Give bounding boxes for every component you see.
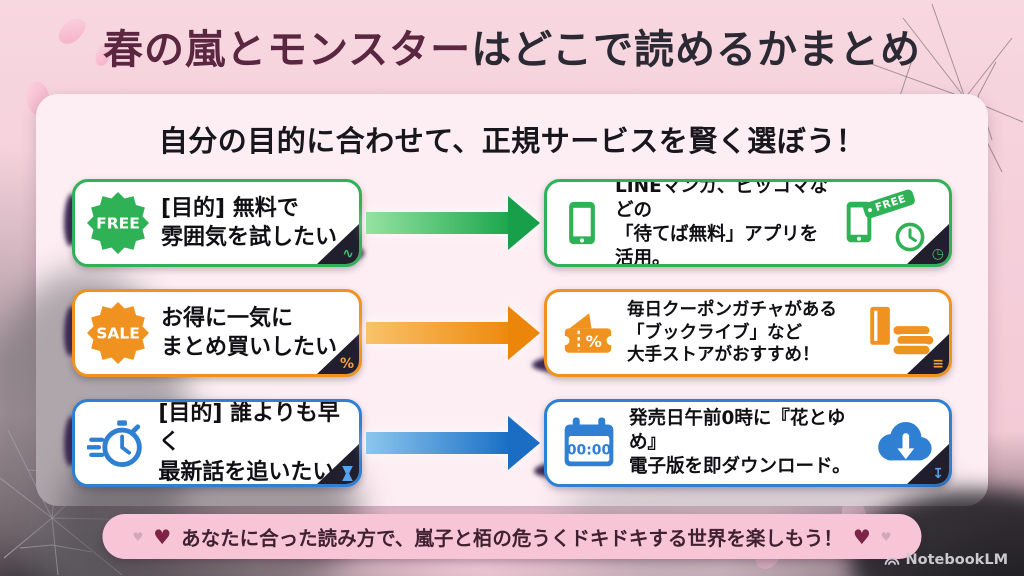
coupon-percent-icon: % xyxy=(560,313,616,353)
goal-card-fast: [目的] 誰よりも早く 最新話を追いたい xyxy=(72,399,362,487)
card-corner xyxy=(906,333,949,374)
goal-text: [目的] 無料で 雰囲気を試したい xyxy=(161,195,338,250)
row-free: FREE [目的] 無料で 雰囲気を試したい ∿ LINEマンガ、ピッコマなどの… xyxy=(64,176,952,270)
card-corner xyxy=(316,443,359,484)
arrow-head xyxy=(508,416,540,470)
arrow-free xyxy=(362,196,544,250)
goal-card-sale: SALE お得に一気に まとめ買いしたい % xyxy=(72,289,362,377)
free-badge-icon: FREE xyxy=(87,192,149,254)
arrow-shaft xyxy=(366,212,508,234)
notebooklm-logo-icon xyxy=(884,557,899,566)
goal-card-free: FREE [目的] 無料で 雰囲気を試したい ∿ xyxy=(72,179,362,267)
calendar-time-label: 00:00 xyxy=(567,443,612,459)
title-suffix: はどこで読めるかまとめ xyxy=(471,27,921,73)
arrow-head xyxy=(508,196,540,250)
watermark-label: NotebookLM xyxy=(905,552,1008,568)
arrow-shaft xyxy=(366,432,508,454)
solution-card-fast: 00:00 発売日午前0時に『花とゆめ』 電子版を即ダウンロード。 ↧ xyxy=(544,399,952,487)
calendar-icon: 00:00 xyxy=(564,417,614,467)
solution-card-free: LINEマンガ、ピッコマなどの 「待てば無料」アプリを活用。 FREE ◷ xyxy=(544,179,952,267)
heart-icon: ♥ xyxy=(880,529,892,544)
arrow-fast xyxy=(362,416,544,470)
hourglass-icon xyxy=(342,466,353,481)
arrow-shaft xyxy=(366,322,508,344)
download-icon: ↧ xyxy=(932,466,944,482)
row-fast: [目的] 誰よりも早く 最新話を追いたい 00:00 発売日午前0時に『花とゆめ… xyxy=(64,396,952,490)
wave-icon: ∿ xyxy=(342,246,354,262)
footer-message: あなたに合った読み方で、嵐子と栢の危うくドキドキする世界を楽しもう！ xyxy=(181,527,843,550)
heart-icon: ♥ xyxy=(153,524,172,549)
watermark: NotebookLM xyxy=(884,552,1008,568)
arrow-head xyxy=(508,306,540,360)
card-corner xyxy=(906,223,949,264)
sale-badge-icon: SALE xyxy=(87,302,149,364)
solution-text: 発売日午前0時に『花とゆめ』 電子版を即ダウンロード。 xyxy=(629,407,851,478)
solution-text: 毎日クーポンガチャがある 「ブックライブ」など 大手ストアがおすすめ！ xyxy=(627,300,837,366)
heart-icon: ♥ xyxy=(132,529,144,544)
card-corner xyxy=(906,443,949,484)
card-corner xyxy=(316,223,359,264)
clock-icon: ◷ xyxy=(931,246,944,262)
smartphone-icon xyxy=(569,201,595,245)
sale-badge-label: SALE xyxy=(96,325,140,343)
rows-container: FREE [目的] 無料で 雰囲気を試したい ∿ LINEマンガ、ピッコマなどの… xyxy=(64,176,952,490)
page-title: 春の嵐とモンスターはどこで読めるかまとめ xyxy=(103,17,921,75)
goal-text: [目的] 誰よりも早く 最新話を追いたい xyxy=(158,401,340,485)
stopwatch-icon xyxy=(87,420,142,468)
solution-card-sale: % 毎日クーポンガチャがある 「ブックライブ」など 大手ストアがおすすめ！ ≡ xyxy=(544,289,952,377)
header: 春の嵐とモンスターはどこで読めるかまとめ xyxy=(0,0,1024,92)
row-sale: SALE お得に一気に まとめ買いしたい % % 毎日クーポンガチャがある 「ブ… xyxy=(64,286,952,380)
percent-icon: % xyxy=(339,356,354,372)
arrow-sale xyxy=(362,306,544,360)
card-corner xyxy=(316,333,359,374)
goal-text: お得に一気に まとめ買いしたい xyxy=(161,305,338,360)
panel-title: 自分の目的に合わせて、正規サービスを賢く選ぼう！ xyxy=(158,124,866,158)
free-badge-label: FREE xyxy=(96,215,140,233)
footer-message-pill: ♥ ♥ あなたに合った読み方で、嵐子と栢の危うくドキドキする世界を楽しもう！ ♥… xyxy=(102,514,922,559)
coin-stack-icon: ≡ xyxy=(932,356,944,372)
coupon-percent-label: % xyxy=(586,332,602,351)
title-manga-name: 春の嵐とモンスター xyxy=(102,27,472,73)
heart-icon: ♥ xyxy=(852,524,871,549)
solution-text: LINEマンガ、ピッコマなどの 「待てば無料」アプリを活用。 xyxy=(615,179,828,267)
